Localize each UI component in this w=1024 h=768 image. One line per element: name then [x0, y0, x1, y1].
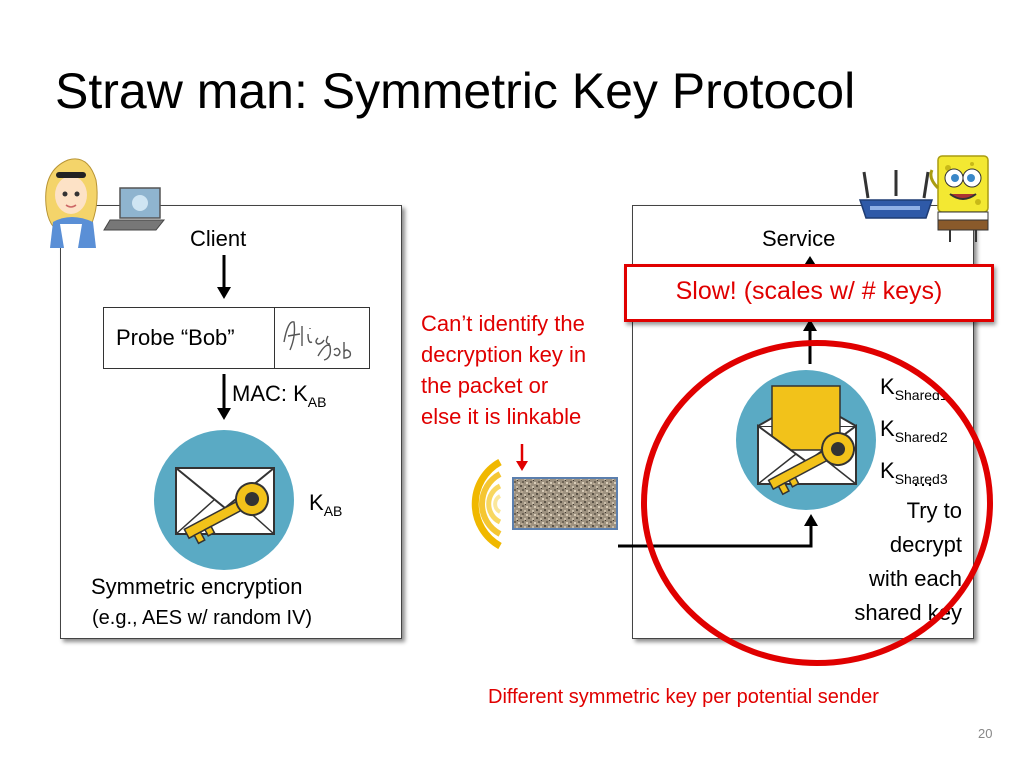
probe-label: Probe “Bob”	[116, 325, 235, 350]
arrow-envelope-up	[803, 319, 817, 364]
slide-title: Straw man: Symmetric Key Protocol	[55, 63, 856, 119]
probe-divider	[274, 308, 275, 368]
envelope-key-icon	[154, 430, 294, 570]
red-arrow-to-packet	[516, 444, 528, 471]
linkability-note-line: decryption key in	[421, 342, 587, 367]
service-envelope-key-icon	[736, 370, 876, 510]
linkability-note-line: else it is linkable	[421, 404, 582, 429]
keys-ellipsis: …	[912, 466, 934, 491]
spongebob-icon	[929, 155, 989, 242]
probe-box: Probe “Bob”	[103, 307, 370, 369]
linkability-note-line: the packet or	[421, 373, 549, 398]
slow-callout-text: Slow! (scales w/ # keys)	[675, 277, 943, 305]
shared-key-item: KShared3	[880, 458, 948, 487]
encryption-label: Symmetric encryption	[91, 574, 303, 599]
try-decrypt-line: Try to	[906, 498, 962, 523]
highlight-ellipse	[641, 340, 993, 666]
encrypted-packet-icon	[512, 477, 618, 530]
shared-keys-list: KShared1 KShared2 KShared3	[880, 370, 948, 496]
try-decrypt-line: decrypt	[889, 532, 962, 557]
arrow-probe-to-envelope	[217, 374, 231, 420]
service-label: Service	[762, 226, 836, 251]
wireless-signal-icon	[471, 458, 502, 550]
mac-label: MAC: KAB	[232, 381, 327, 410]
arrow-client-to-probe	[217, 255, 231, 299]
page-number: 20	[978, 726, 993, 741]
shared-key-item: KShared1	[880, 374, 948, 403]
router-icon	[858, 170, 934, 219]
client-label: Client	[190, 226, 247, 251]
slow-callout: Slow! (scales w/ # keys)	[624, 264, 994, 322]
alice-laptop-icon	[45, 158, 166, 248]
shared-key-item: KShared2	[880, 416, 948, 445]
encryption-note: (e.g., AES w/ random IV)	[92, 607, 313, 629]
signature-icon	[283, 321, 352, 361]
try-decrypt-line: with each	[869, 566, 962, 591]
try-decrypt-note: Try to decrypt with each shared key	[820, 494, 962, 630]
footer-note: Different symmetric key per potential se…	[488, 686, 879, 708]
packet-to-service-connector	[618, 514, 818, 548]
client-key-label: KAB	[309, 490, 343, 519]
linkability-note: Can’t identify the decryption key in the…	[421, 308, 586, 432]
linkability-note-line: Can’t identify the	[421, 311, 585, 336]
